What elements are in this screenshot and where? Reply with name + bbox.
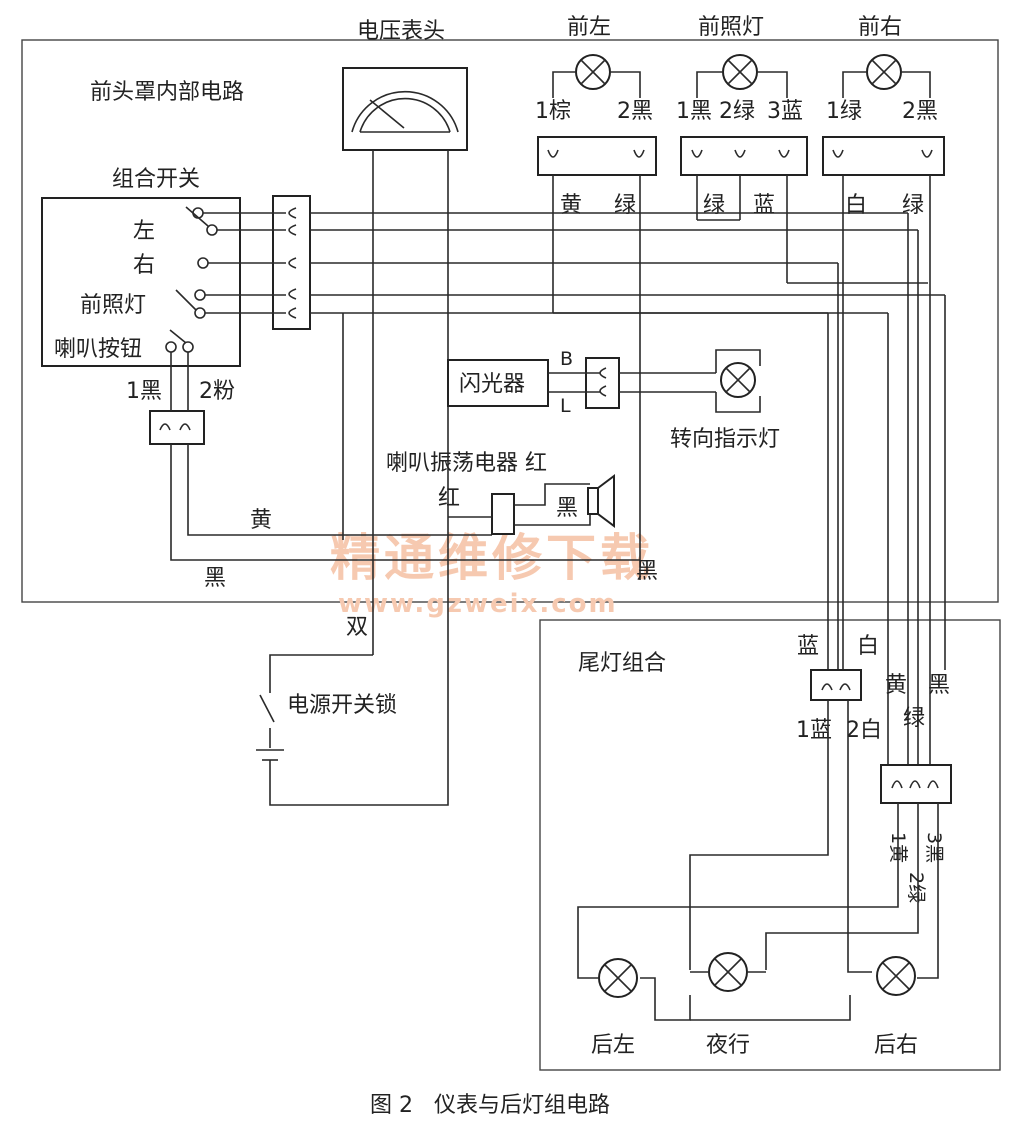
meter-label: 电压表头 xyxy=(357,19,445,44)
rear-right-lamp xyxy=(876,956,916,996)
sw-headlight-label: 前照灯 xyxy=(80,293,146,318)
hl-wire-blue: 蓝 xyxy=(753,193,775,218)
combo-switch-label: 组合开关 xyxy=(112,167,200,192)
front-right-label: 前右 xyxy=(858,15,902,40)
fr-wire-white: 白 xyxy=(845,193,867,218)
horn-speaker xyxy=(587,474,615,528)
turn-indicator-label: 转向指示灯 xyxy=(670,427,780,452)
tail-group-label: 尾灯组合 xyxy=(578,651,666,676)
flasher-b: B xyxy=(560,348,573,370)
tail3-2-label: 2绿 xyxy=(905,872,927,903)
hl-pin2: 2绿 xyxy=(719,99,755,124)
fl-pin2: 2黑 xyxy=(617,99,653,124)
rear-right-label: 后右 xyxy=(874,1033,918,1058)
horn-oscillator xyxy=(491,493,515,535)
horn-connector xyxy=(149,410,205,445)
night-label: 夜行 xyxy=(706,1033,750,1058)
tail-yellow-label: 黄 xyxy=(885,673,907,698)
hl-pin1: 1黑 xyxy=(676,99,712,124)
front-left-label: 前左 xyxy=(567,15,611,40)
tail-connector-2pin xyxy=(810,669,862,701)
figure-caption: 图 2 仪表与后灯组电路 xyxy=(370,1093,610,1118)
horn-red-label: 红 xyxy=(438,486,460,511)
tail-pin1-label: 1蓝 xyxy=(796,718,832,743)
hl-pin3: 3蓝 xyxy=(767,99,803,124)
tail-pin2-label: 2白 xyxy=(846,718,882,743)
fr-pin1: 1绿 xyxy=(826,99,862,124)
shuang-label: 双 xyxy=(346,615,368,640)
tail-connector-3pin xyxy=(880,764,952,804)
fl-connector xyxy=(537,136,657,176)
fl-wire-yellow: 黄 xyxy=(560,193,582,218)
sw-left-label: 左 xyxy=(133,219,155,244)
fr-pin2: 2黑 xyxy=(902,99,938,124)
fl-pin1: 1棕 xyxy=(535,99,571,124)
horn-black-label: 黑 xyxy=(556,496,578,521)
watermark-url: www.gzweix.com xyxy=(338,589,618,619)
horn-osc-label: 喇叭振荡电器 红 xyxy=(386,451,547,476)
fr-connector xyxy=(822,136,945,176)
wire-yellow-label: 黄 xyxy=(250,508,272,533)
headlight-label: 前照灯 xyxy=(698,15,764,40)
fr-wire-green: 绿 xyxy=(902,193,924,218)
flasher-l: L xyxy=(560,395,571,417)
tail-wires xyxy=(577,700,939,1021)
rear-left-lamp xyxy=(598,958,638,998)
wire-black-right-label: 黑 xyxy=(636,559,658,584)
tail-white-label: 白 xyxy=(857,634,879,659)
wire-black-label: 黑 xyxy=(204,566,226,591)
tail-group-frame xyxy=(539,619,1001,1071)
sw-right-label: 右 xyxy=(133,253,155,278)
flasher-label: 闪光器 xyxy=(459,372,525,397)
tail-blue-label: 蓝 xyxy=(797,634,819,659)
rear-left-label: 后左 xyxy=(591,1033,635,1058)
voltmeter xyxy=(342,67,468,151)
front-right-lamp xyxy=(842,54,931,98)
sw-horn-label: 喇叭按钮 xyxy=(54,337,142,362)
tail-green-label: 绿 xyxy=(903,706,925,731)
bus-wires xyxy=(310,175,946,800)
flasher-connector xyxy=(585,357,620,409)
horn-conn-1: 1黑 xyxy=(126,379,162,404)
headlight-lamp xyxy=(696,54,788,98)
turn-indicator-lamp xyxy=(720,362,756,398)
front-cover-label: 前头罩内部电路 xyxy=(90,80,244,105)
flasher-box xyxy=(447,359,549,407)
hl-wire-green: 绿 xyxy=(703,193,725,218)
front-left-lamp xyxy=(552,54,641,98)
front-cover-frame xyxy=(21,39,999,603)
fl-wire-green: 绿 xyxy=(614,193,636,218)
night-lamp xyxy=(690,952,766,992)
power-lock-label: 电源开关锁 xyxy=(287,693,397,718)
tail-black-label: 黑 xyxy=(928,673,950,698)
tail3-3-label: 3黑 xyxy=(923,832,945,863)
watermark: 精通维修下载 xyxy=(330,529,654,587)
horn-conn-2: 2粉 xyxy=(199,379,235,404)
